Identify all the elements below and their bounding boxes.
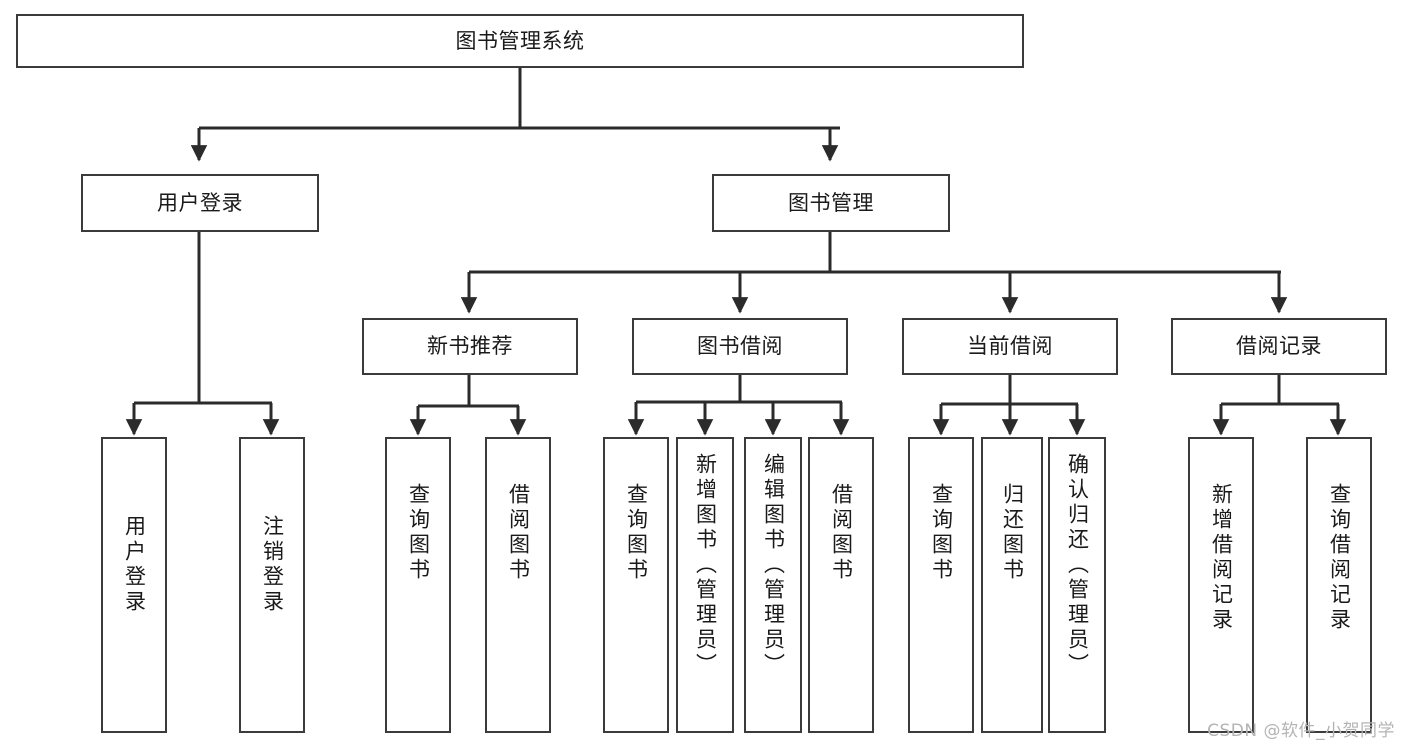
watermark-text: CSDN @软件_小贺同学	[1207, 721, 1395, 741]
node-label: 借阅记录	[1236, 334, 1322, 359]
node-leaf-edit-book-admin[interactable]: 编辑图书（管理员）	[744, 437, 802, 733]
node-borrowing-records[interactable]: 借阅记录	[1171, 318, 1387, 375]
node-leaf-return-books[interactable]: 归还图书	[981, 437, 1043, 733]
node-leaf-borrow-books[interactable]: 借阅图书	[808, 437, 874, 733]
node-label: 新书推荐	[427, 334, 513, 359]
node-leaf-query-books-borrow[interactable]: 查询图书	[603, 437, 669, 733]
node-label: 查询图书	[406, 483, 431, 583]
node-label: 图书管理	[788, 190, 874, 215]
node-label: 借阅图书	[829, 483, 854, 583]
node-book-management[interactable]: 图书管理	[712, 174, 950, 232]
node-label: 查询图书	[929, 483, 954, 583]
node-leaf-confirm-return-admin[interactable]: 确认归还（管理员）	[1048, 437, 1106, 733]
node-label: 编辑图书（管理员）	[761, 453, 786, 678]
node-label: 查询图书	[624, 483, 649, 583]
node-new-book-recommendation[interactable]: 新书推荐	[362, 318, 578, 375]
node-leaf-query-books-recommend[interactable]: 查询图书	[385, 437, 451, 733]
node-label: 确认归还（管理员）	[1065, 453, 1090, 678]
node-root-book-management-system[interactable]: 图书管理系统	[16, 14, 1024, 68]
node-label: 图书管理系统	[455, 28, 585, 53]
node-leaf-user-login[interactable]: 用户登录	[101, 437, 167, 733]
node-leaf-borrow-books-recommend[interactable]: 借阅图书	[485, 437, 551, 733]
node-leaf-query-books-current[interactable]: 查询图书	[908, 437, 974, 733]
node-leaf-query-borrow-record[interactable]: 查询借阅记录	[1306, 437, 1372, 733]
node-label: 用户登录	[122, 515, 147, 615]
node-leaf-add-book-admin[interactable]: 新增图书（管理员）	[676, 437, 734, 733]
node-label: 查询借阅记录	[1327, 483, 1352, 633]
node-book-borrowing[interactable]: 图书借阅	[632, 318, 848, 375]
node-leaf-add-borrow-record[interactable]: 新增借阅记录	[1188, 437, 1254, 733]
node-label: 用户登录	[157, 190, 243, 215]
node-label: 当前借阅	[967, 334, 1053, 359]
node-leaf-logout[interactable]: 注销登录	[239, 437, 305, 733]
node-current-borrowing[interactable]: 当前借阅	[902, 318, 1118, 375]
node-label: 归还图书	[1000, 483, 1025, 583]
node-user-login[interactable]: 用户登录	[81, 174, 319, 232]
node-label: 新增借阅记录	[1209, 483, 1234, 633]
node-label: 图书借阅	[697, 334, 783, 359]
node-label: 借阅图书	[506, 483, 531, 583]
node-label: 注销登录	[260, 515, 285, 615]
node-label: 新增图书（管理员）	[693, 453, 718, 678]
